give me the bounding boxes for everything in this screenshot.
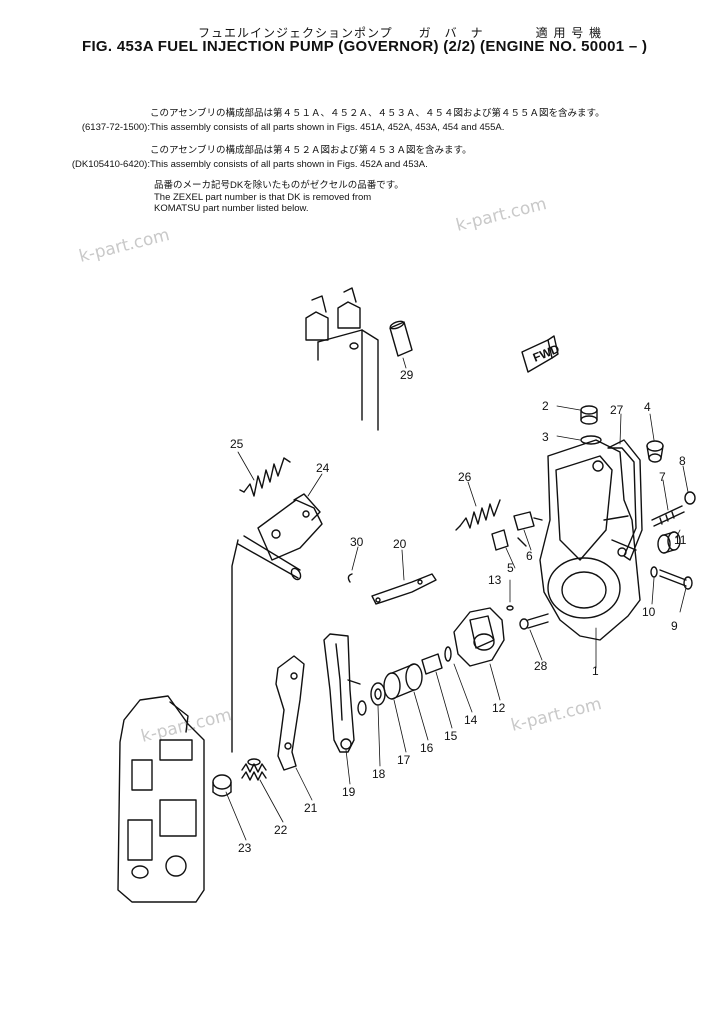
callout-12: 12: [492, 701, 506, 715]
part-13-pin: [506, 605, 514, 611]
callout-6: 6: [526, 549, 533, 563]
part-30-clip: [347, 573, 353, 583]
part-17-bearing: [370, 682, 386, 706]
part-15-bush: [421, 653, 443, 675]
part-7-screw: [651, 505, 685, 527]
callout-16: 16: [420, 741, 434, 755]
japanese-title: フュエルインジェクションポンプ ガ バ ナ 適 用 号 機: [198, 26, 603, 40]
callout-4: 4: [644, 400, 651, 414]
callout-20: 20: [393, 537, 407, 551]
callout-2: 2: [542, 399, 549, 413]
note-2: (DK105410-6420):This assembly consists o…: [38, 159, 428, 171]
part-12-flyweight-assembly: [453, 607, 505, 667]
callout-26: 26: [458, 470, 472, 484]
part-2-plug: [580, 405, 598, 425]
part-25-spring: [239, 457, 291, 497]
part-21-link: [275, 655, 305, 771]
part-19-lever: [323, 633, 361, 753]
callout-17: 17: [397, 753, 411, 767]
part-18-washer: [357, 700, 367, 716]
part-28-bolt: [519, 613, 549, 630]
zexel-note-line-1: The ZEXEL part number is that DK is remo…: [154, 192, 372, 203]
zexel-note-japanese: 品番のメーカ記号DKを除いたものがゼクセルの品番です。: [154, 180, 404, 191]
callout-13: 13: [488, 573, 502, 587]
note-2-text: This assembly consists of all parts show…: [150, 159, 428, 170]
part-23-nut: [212, 774, 232, 797]
callout-30: 30: [350, 535, 364, 549]
callout-9: 9: [671, 619, 678, 633]
callout-19: 19: [342, 785, 356, 799]
part-3-o-ring: [580, 435, 602, 445]
note-2-part-number: (DK105410-6420):: [71, 159, 150, 170]
part-11-stopper: [657, 531, 681, 554]
callout-8: 8: [679, 454, 686, 468]
callout-21: 21: [304, 801, 318, 815]
callout-5: 5: [507, 561, 514, 575]
pump-housing-fragment: [305, 287, 379, 431]
callout-14: 14: [464, 713, 478, 727]
callout-18: 18: [372, 767, 386, 781]
callout-28: 28: [534, 659, 548, 673]
callout-15: 15: [444, 729, 458, 743]
note-1-japanese: このアセンブリの構成部品は第４５１Ａ、４５２Ａ、４５３Ａ、４５４図および第４５５…: [150, 108, 605, 119]
part-16-sleeve: [383, 663, 423, 700]
note-1-text: This assembly consists of all parts show…: [150, 122, 505, 133]
part-29-sleeve: [389, 320, 413, 357]
figure-title: FIG. 453A FUEL INJECTION PUMP (GOVERNOR)…: [82, 38, 648, 55]
callout-29: 29: [400, 368, 414, 382]
note-1: (6137-72-1500):This assembly consists of…: [38, 122, 504, 134]
part-9-bolt: [659, 569, 693, 590]
note-1-part-number: (6137-72-1500):: [81, 122, 150, 133]
fwd-arrow: [521, 335, 559, 373]
note-2-japanese: このアセンブリの構成部品は第４５２Ａ図および第４５３Ａ図を含みます。: [150, 145, 472, 156]
part-6-clip: [513, 511, 543, 547]
part-8-nut: [684, 491, 696, 505]
callout-11: 11: [674, 533, 687, 547]
leader-line: [231, 539, 239, 753]
callout-numbers: 1 2 3 4 5 6 7 8 9 10 11 12 13 14 15 16 1…: [230, 368, 687, 855]
part-1-governor-housing: [539, 439, 641, 641]
part-26-spring: [455, 499, 501, 531]
callout-22: 22: [274, 823, 288, 837]
leader-lines: [225, 357, 689, 841]
callout-7: 7: [659, 470, 666, 484]
callout-1: 1: [592, 664, 599, 678]
part-14-ring: [444, 646, 452, 662]
callout-10: 10: [642, 605, 656, 619]
part-24-lever: [237, 493, 323, 581]
governor-housing: [117, 695, 205, 903]
part-4-cap: [646, 440, 664, 463]
part-10-washer: [650, 566, 658, 578]
part-5-bolt: [491, 529, 509, 551]
callout-24: 24: [316, 461, 330, 475]
part-20-plate: [371, 573, 437, 605]
part-27-gasket: [607, 439, 643, 561]
callout-23: 23: [238, 841, 252, 855]
callout-3: 3: [542, 430, 549, 444]
callout-27: 27: [610, 403, 624, 417]
zexel-note-line-2: KOMATSU part number listed below.: [154, 203, 309, 214]
callout-25: 25: [230, 437, 244, 451]
part-22-screw: [241, 758, 267, 781]
